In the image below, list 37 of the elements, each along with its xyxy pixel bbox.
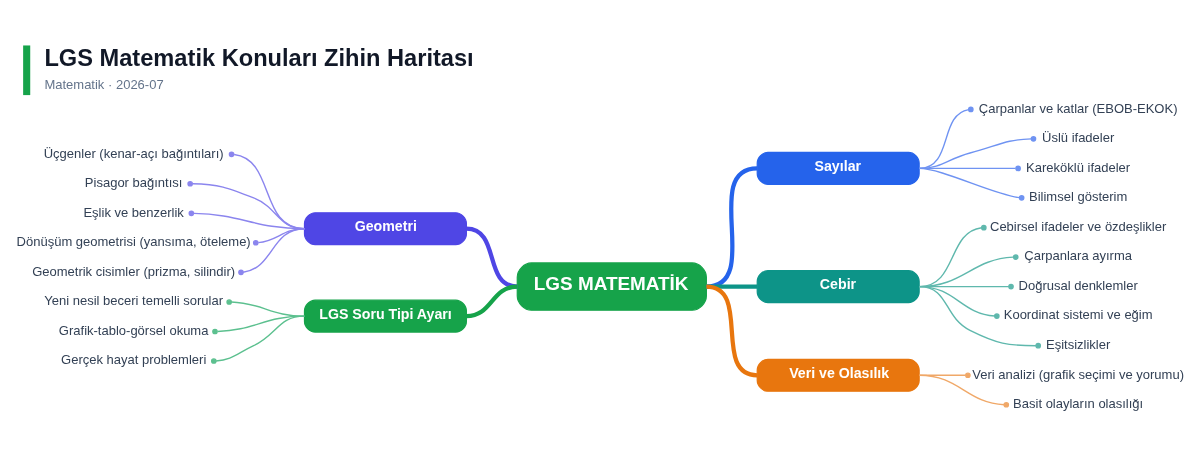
node-text: Grafik-tablo-görsel okuma [58, 322, 209, 338]
node-text: Veri analizi (grafik seçimi ve yorumu) [972, 366, 1184, 382]
connector [466, 226, 518, 289]
node-box: Geometri [303, 211, 467, 245]
connector [918, 374, 1010, 408]
node-text: Geometrik cisimler (prizma, silindir) [32, 263, 236, 279]
node-box: LGS MATEMATİK [516, 261, 707, 311]
node-text: Gerçek hayat problemleri [61, 351, 207, 367]
node-text: Üçgenler (kenar-açı bağıntıları) [43, 145, 224, 161]
connector [238, 227, 306, 275]
node-text: Pisagor bağıntısı [84, 174, 183, 190]
diagram-title: LGS Matematik Konuları Zihin Haritası [44, 44, 474, 71]
node-text: Koordinat sistemi ve eğim [1003, 306, 1153, 322]
connector [210, 314, 306, 364]
node-box: LGS Soru Tipi Ayarı [303, 299, 467, 333]
node-text: Cebirsel ifadeler ve özdeşlikler [990, 218, 1167, 234]
connector [918, 167, 1025, 201]
node-text: Kareköklü ifadeler [1026, 159, 1131, 175]
node-text: Eşitsizlikler [1046, 336, 1111, 352]
node-text: Doğrusal denklemler [1018, 277, 1138, 293]
node-box: Sayılar [756, 151, 920, 185]
node-text: Yeni nesil beceri temelli sorular [44, 292, 224, 308]
connector [466, 284, 518, 318]
connector [918, 285, 1042, 349]
node-text: Çarpanlar ve katlar (EBOB-EKOK) [978, 100, 1178, 116]
caption: Matematik · 2026-07 [44, 76, 164, 92]
connector [918, 106, 974, 169]
node-text: Eşlik ve benzerlik [83, 204, 184, 220]
node-box: Veri ve Olasılık [756, 358, 920, 392]
node-box: Cebir [756, 269, 920, 303]
node-text: Çarpanlara ayırma [1024, 247, 1132, 263]
node-text: Üslü ifadeler [1042, 129, 1115, 145]
connector [706, 283, 758, 289]
node-text: Dönüşüm geometrisi (yansıma, öteleme) [16, 233, 251, 249]
node-text: Bilimsel gösterim [1029, 188, 1128, 204]
node-text: Basit olayların olasılığı [1013, 395, 1144, 411]
connector [226, 298, 306, 317]
